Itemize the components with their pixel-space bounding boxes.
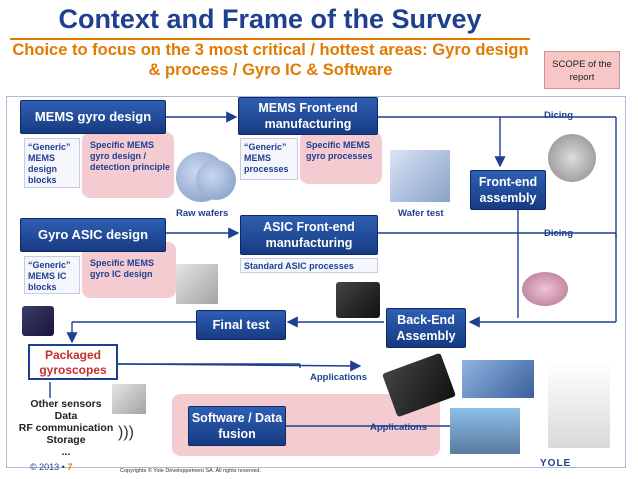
packaged-chip-image: [22, 306, 54, 336]
footer-copyright: Copyrights © Yole Développement SA. All …: [120, 468, 261, 474]
page-number: 7: [67, 462, 72, 472]
raw-wafer-image-2: [196, 160, 236, 200]
applications-top-label: Applications: [310, 372, 367, 383]
wafer-test-label: Wafer test: [398, 208, 444, 219]
specific-mems-design-label: Specific MEMS gyro design / detection pr…: [90, 140, 170, 173]
dicing-bottom-label: Dicing: [544, 228, 573, 239]
other-sensors-item: Other sensors: [12, 398, 120, 410]
other-sensors-list: Other sensors Data RF communication Stor…: [12, 398, 120, 458]
gaming-image: [462, 360, 534, 398]
asic-frontend-block: ASIC Front-end manufacturing: [240, 215, 378, 255]
wafer-test-image: [390, 150, 450, 202]
frontend-assembly-block: Front-end assembly: [470, 170, 546, 210]
sensor-chip-image: [112, 384, 146, 414]
yole-logo: YOLE: [540, 458, 571, 469]
mems-frontend-block: MEMS Front-end manufacturing: [238, 97, 378, 135]
test-equipment-image: [176, 264, 218, 304]
specific-mems-ic-label: Specific MEMS gyro IC design: [90, 258, 170, 280]
other-sensors-item: Data: [12, 410, 120, 422]
generic-mems-ic-label: “Generic” MEMS IC blocks: [24, 256, 80, 294]
specific-mems-processes-label: Specific MEMS gyro processes: [306, 140, 382, 162]
car-navigation-image: [450, 408, 520, 454]
footer-copyright-year: © 2013 •: [30, 462, 65, 472]
backend-assembly-block: Back-End Assembly: [386, 308, 466, 348]
mems-gyro-design-block: MEMS gyro design: [20, 100, 166, 134]
dicing-wafer-image: [522, 272, 568, 306]
diced-wafer-image: [548, 134, 596, 182]
gyro-asic-design-block: Gyro ASIC design: [20, 218, 166, 252]
packaged-gyroscopes: Packaged gyroscopes: [28, 344, 118, 380]
standard-asic-label: Standard ASIC processes: [240, 258, 378, 273]
generic-mems-processes-label: “Generic” MEMS processes: [240, 138, 298, 180]
other-sensors-item: RF communication: [12, 422, 120, 434]
mems-chip-image: [336, 282, 380, 318]
other-sensors-item: Storage: [12, 434, 120, 446]
final-test-block: Final test: [196, 310, 286, 340]
other-sensors-item: ...: [12, 446, 120, 458]
person-kick-image: [548, 362, 610, 448]
footer-page: © 2013 • 7: [30, 462, 72, 472]
generic-mems-design-label: “Generic” MEMS design blocks: [24, 138, 80, 188]
dicing-top-label: Dicing: [544, 110, 573, 121]
raw-wafers-label: Raw wafers: [176, 208, 228, 219]
wireless-signal-icon: ))): [118, 424, 134, 442]
applications-bottom-label: Applications: [370, 422, 427, 433]
software-block: Software / Data fusion: [188, 406, 286, 446]
